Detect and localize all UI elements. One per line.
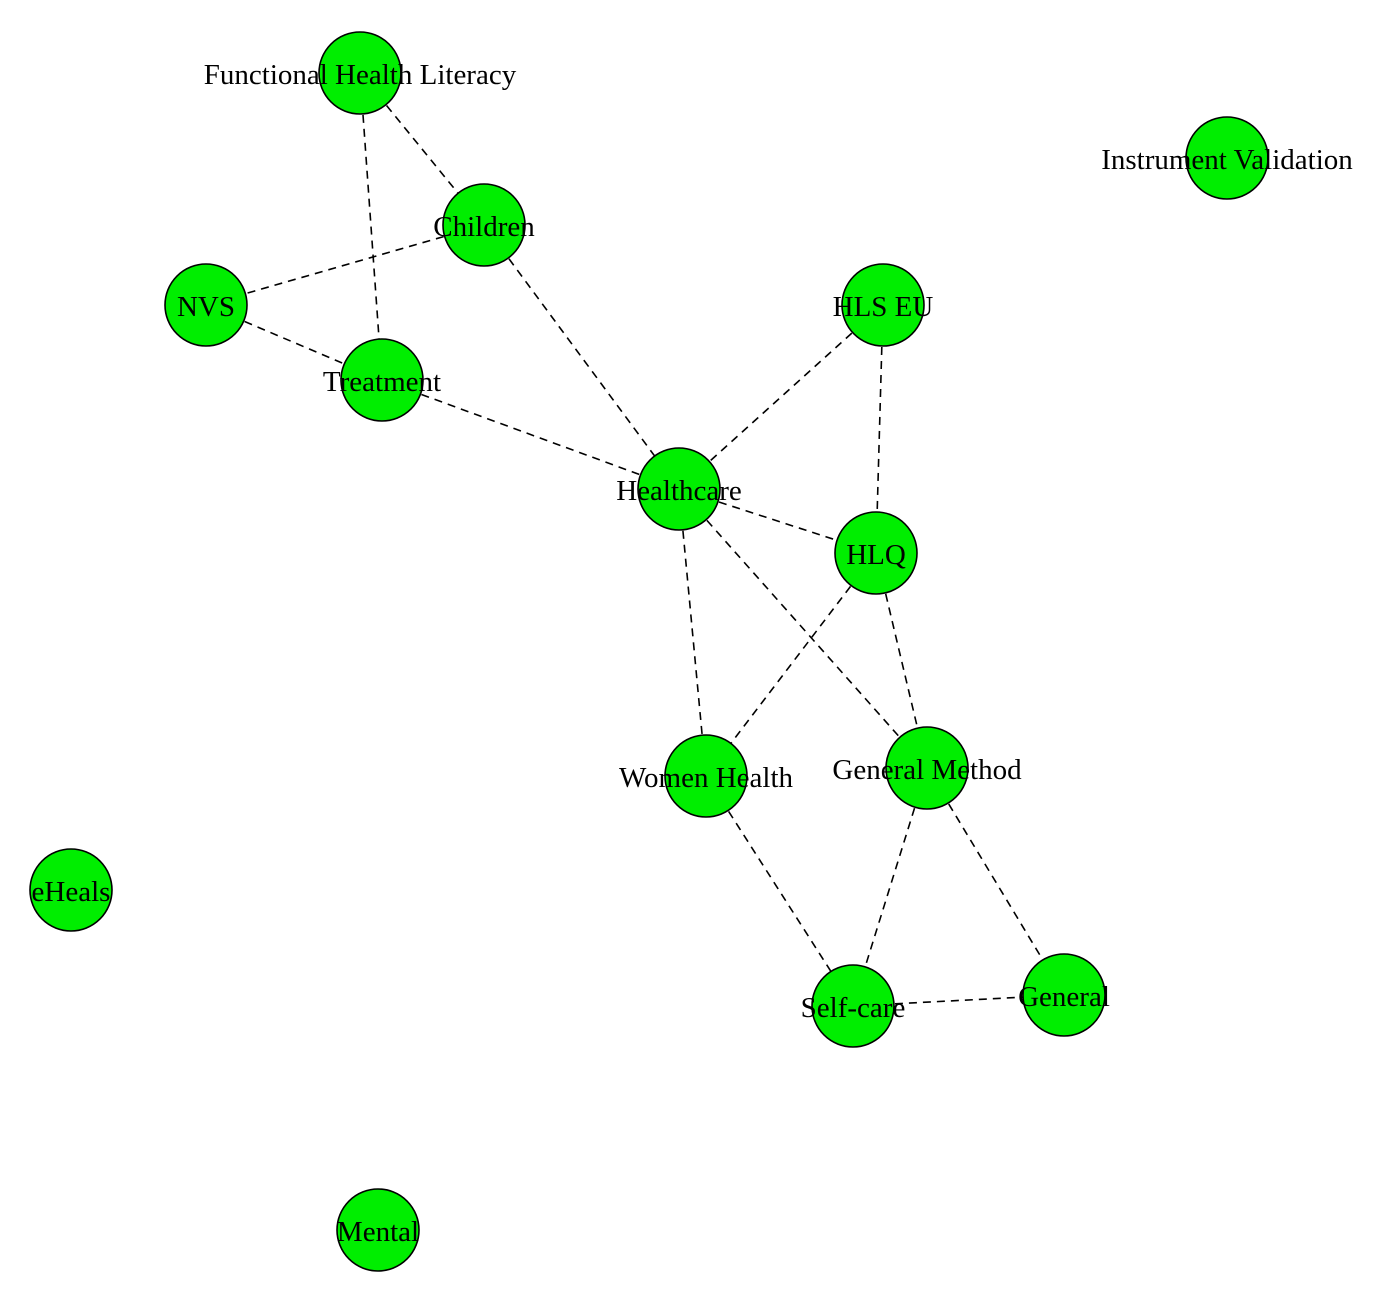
node-circle-eheals	[29, 848, 113, 932]
node-eheals: eHeals	[29, 848, 113, 932]
edge-hls-eu-healthcare	[678, 304, 884, 490]
node-nvs: NVS	[164, 263, 248, 347]
edge-children-nvs	[205, 224, 485, 306]
edge-healthcare-general-method	[678, 488, 928, 769]
node-label-general-method: General Method	[832, 754, 1022, 786]
edge-general-method-general	[926, 767, 1065, 996]
node-instrument-validation: Instrument Validation	[1101, 116, 1353, 200]
edge-healthcare-women-health	[678, 488, 707, 777]
node-women-health: Women Health	[619, 734, 794, 818]
node-circle-mental	[336, 1188, 420, 1272]
node-circle-general-method	[885, 726, 969, 810]
node-circle-hlq	[834, 511, 918, 595]
edge-functional-health-literacy-treatment	[359, 72, 383, 381]
node-label-women-health: Women Health	[619, 762, 794, 794]
node-label-mental: Mental	[337, 1216, 419, 1248]
node-circle-children	[442, 183, 526, 267]
node-circle-general	[1022, 953, 1106, 1037]
node-label-eheals: eHeals	[32, 876, 111, 908]
node-label-children: Children	[433, 211, 535, 243]
node-label-self-care: Self-care	[801, 992, 906, 1024]
node-circle-treatment	[340, 338, 424, 422]
node-label-general: General	[1018, 981, 1110, 1013]
node-general: General	[1018, 953, 1110, 1037]
node-label-functional-health-literacy: Functional Health Literacy	[204, 59, 517, 91]
node-mental: Mental	[336, 1188, 420, 1272]
node-hlq: HLQ	[834, 511, 918, 595]
edges-layer	[205, 72, 1065, 1007]
node-self-care: Self-care	[801, 964, 906, 1048]
node-circle-self-care	[811, 964, 895, 1048]
node-label-healthcare: Healthcare	[616, 475, 742, 507]
node-label-hls-eu: HLS EU	[833, 291, 934, 323]
node-circle-nvs	[164, 263, 248, 347]
node-healthcare: Healthcare	[616, 447, 742, 531]
node-label-nvs: NVS	[177, 291, 235, 323]
node-general-method: General Method	[832, 726, 1022, 810]
node-children: Children	[433, 183, 535, 267]
node-functional-health-literacy: Functional Health Literacy	[204, 31, 517, 115]
node-label-treatment: Treatment	[323, 366, 441, 398]
edge-women-health-self-care	[705, 775, 854, 1007]
node-circle-instrument-validation	[1185, 116, 1269, 200]
node-circle-hls-eu	[841, 263, 925, 347]
edge-treatment-healthcare	[381, 379, 680, 490]
edge-children-healthcare	[483, 224, 680, 490]
node-circle-functional-health-literacy	[318, 31, 402, 115]
node-hls-eu: HLS EU	[833, 263, 934, 347]
node-label-hlq: HLQ	[846, 539, 906, 571]
node-circle-women-health	[664, 734, 748, 818]
node-circle-healthcare	[637, 447, 721, 531]
edge-hlq-women-health	[705, 552, 877, 777]
node-treatment: Treatment	[323, 338, 441, 422]
node-label-instrument-validation: Instrument Validation	[1101, 144, 1353, 176]
